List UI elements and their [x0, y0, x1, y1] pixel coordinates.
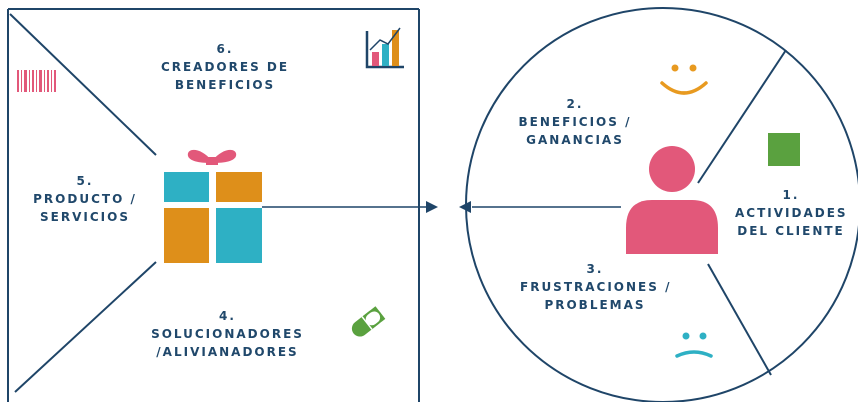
- gift-bow: [187, 149, 212, 163]
- arrows: [262, 201, 621, 213]
- label-jobs: 1. ACTIVIDADES DEL CLIENTE: [735, 186, 847, 240]
- label-product-line2: SERVICIOS: [40, 210, 130, 224]
- label-relievers-number: 4.: [219, 309, 236, 323]
- label-creators-line1: CREADORES DE: [160, 60, 290, 74]
- divider-lower: [707, 263, 772, 376]
- divider-upper: [697, 49, 787, 184]
- label-jobs-line1: ACTIVIDADES: [735, 206, 848, 220]
- label-jobs-line2: DEL CLIENTE: [737, 224, 845, 238]
- label-gains: 2. BENEFICIOS / GANANCIAS: [515, 95, 635, 149]
- diagonal-lower: [14, 261, 157, 393]
- gift-block-orange-bottom: [164, 208, 209, 263]
- label-gains-number: 2.: [566, 97, 584, 111]
- label-relievers: 4. SOLUCIONADORES /ALIVIANADORES: [150, 307, 305, 361]
- bar-chart-icon: [365, 27, 404, 69]
- label-gains-line2: GANANCIAS: [526, 133, 624, 147]
- gift-block-blue-top: [164, 172, 209, 202]
- label-relievers-line2: /ALIVIANADORES: [156, 345, 299, 359]
- gift-block-orange-top: [216, 172, 262, 202]
- gift-icon: [164, 149, 262, 263]
- label-product-line1: PRODUCTO /: [33, 192, 137, 206]
- label-pains-number: 3.: [586, 262, 604, 276]
- task-square-icon: [768, 133, 800, 166]
- smiley-face-icon: [660, 64, 708, 95]
- diagonal-upper: [9, 13, 157, 156]
- label-creators: 6. CREADORES DE BENEFICIOS: [150, 40, 300, 94]
- sad-face-icon: [675, 332, 713, 358]
- value-map: [7, 8, 420, 402]
- label-relievers-line1: SOLUCIONADORES: [151, 327, 304, 341]
- gift-block-blue-bottom: [216, 208, 262, 263]
- arrow-right-head: [426, 201, 438, 213]
- label-gains-line1: BENEFICIOS /: [518, 115, 632, 129]
- arrow-left-head: [459, 201, 471, 213]
- label-pains-line2: PROBLEMAS: [544, 298, 646, 312]
- label-creators-line2: BENEFICIOS: [174, 78, 276, 92]
- pill-icon: [351, 306, 386, 337]
- customer-profile: [465, 7, 858, 402]
- label-pains-line1: FRUSTRACIONES /: [520, 280, 672, 294]
- label-product: 5. PRODUCTO / SERVICIOS: [20, 172, 150, 226]
- label-pains: 3. FRUSTRACIONES / PROBLEMAS: [520, 260, 670, 314]
- label-jobs-number: 1.: [782, 188, 800, 202]
- customer-profile-circle: [465, 7, 858, 402]
- barcode-icon: [17, 70, 56, 92]
- person-icon: [626, 146, 718, 254]
- label-product-number: 5.: [76, 174, 94, 188]
- label-creators-number: 6.: [216, 42, 234, 56]
